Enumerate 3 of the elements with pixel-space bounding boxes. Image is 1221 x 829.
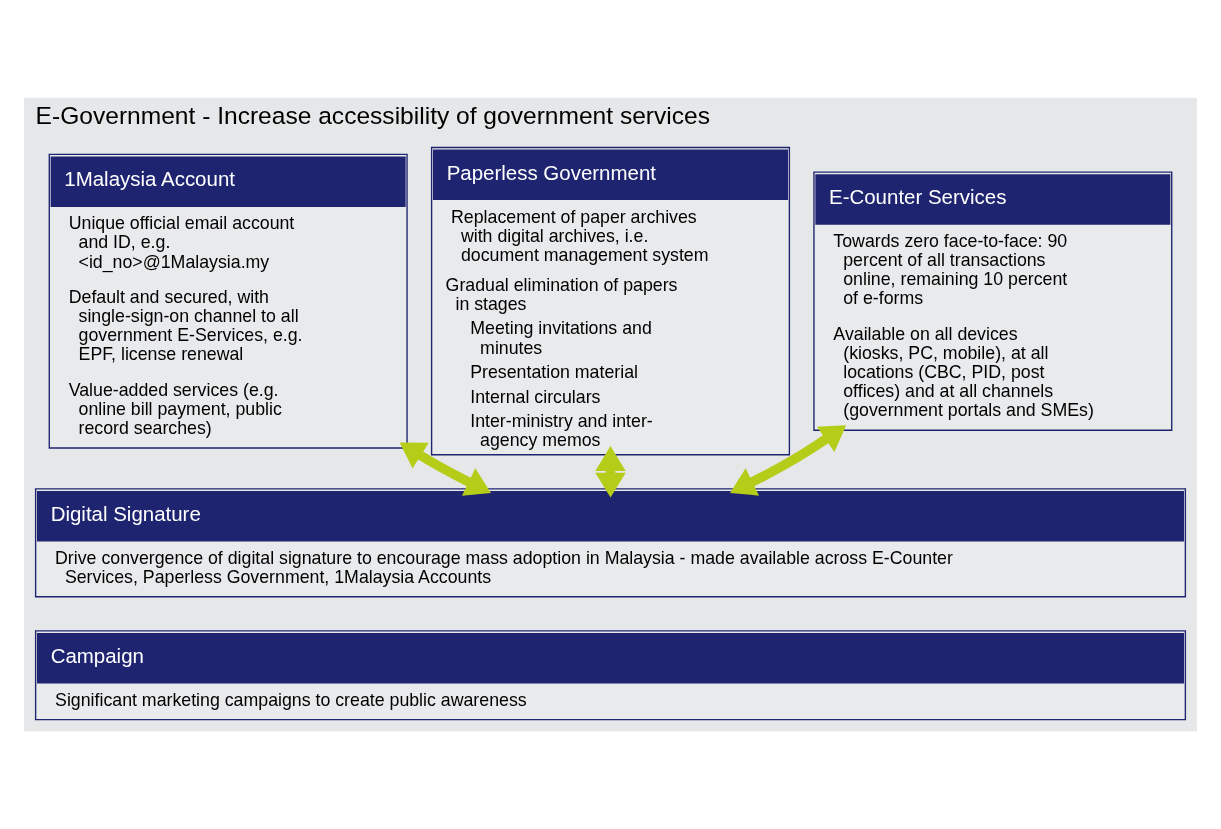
arrow <box>595 446 626 498</box>
arrow <box>730 425 847 496</box>
arrow <box>399 442 491 496</box>
